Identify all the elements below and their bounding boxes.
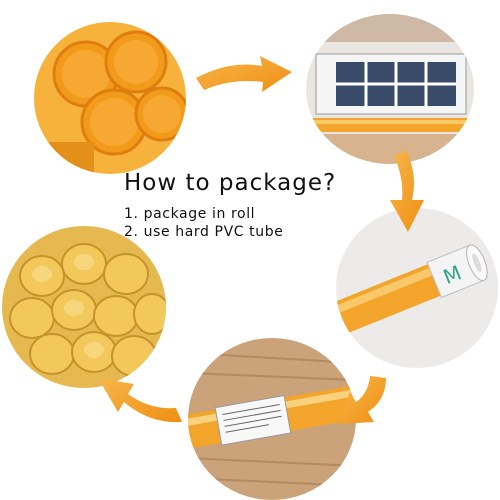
photo-tube-ends	[34, 22, 186, 174]
headline: How to package?	[124, 170, 337, 196]
step-item: 1. package in roll	[124, 206, 256, 222]
arrow-right-icon	[196, 56, 292, 92]
step-list: 1. package in roll 2. use hard PVC tube	[124, 205, 344, 241]
arrow-down-left-icon	[338, 376, 386, 424]
step-item: 2. use hard PVC tube	[124, 224, 284, 240]
photo-tube-bundle	[2, 226, 166, 388]
photo-film-roll	[306, 14, 474, 164]
arrow-down-icon	[390, 150, 424, 232]
photo-labeled-tube	[188, 338, 356, 500]
arrow-left-icon	[98, 378, 182, 423]
photo-tube-with-roll: M	[336, 208, 498, 368]
